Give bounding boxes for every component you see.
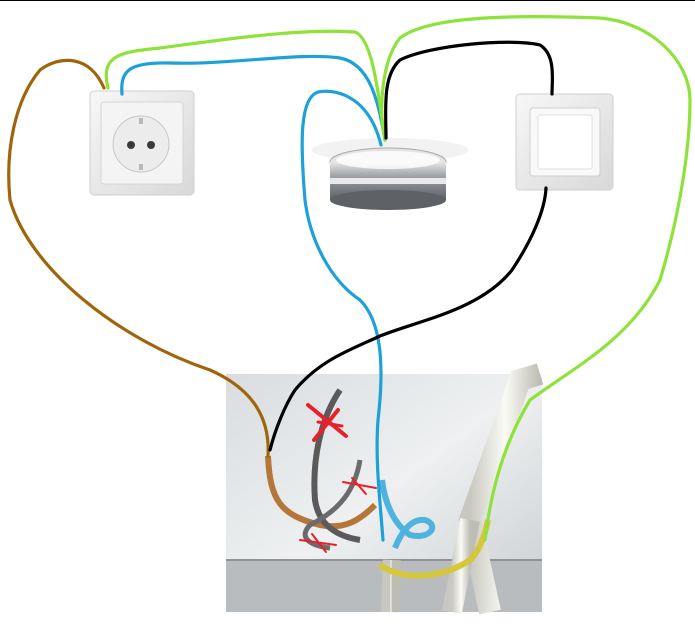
ceiling-lamp <box>312 138 468 210</box>
black-wire-switch-junction <box>268 186 548 452</box>
green-wire-lamp-junction <box>380 15 692 542</box>
socket-pin-hole-right <box>147 141 155 149</box>
junction-photo <box>226 363 544 615</box>
cut-mark-large <box>306 403 348 442</box>
cut-mark-lower <box>299 533 337 553</box>
light-switch <box>515 93 614 191</box>
black-wire-lamp-switch <box>384 40 555 140</box>
brown-wire <box>7 58 270 458</box>
socket <box>89 90 195 196</box>
cut-mark-middle <box>342 477 377 495</box>
green-wire-socket-lamp <box>104 29 387 142</box>
blue-wire-socket-lamp <box>120 54 387 142</box>
socket-pin-hole-left <box>127 141 135 149</box>
blue-wire-junction-lamp <box>300 89 385 542</box>
top-border-line <box>0 0 695 1</box>
